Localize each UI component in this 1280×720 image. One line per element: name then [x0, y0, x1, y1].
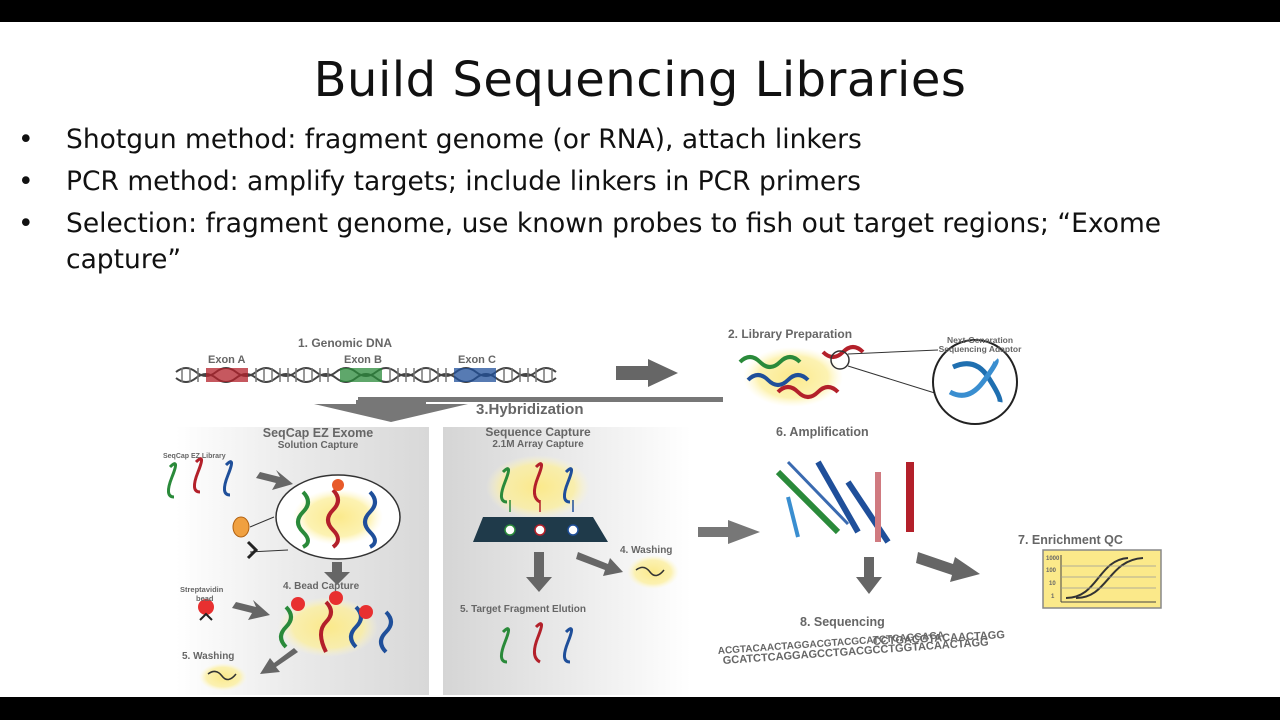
step-6-label: 6. Amplification [776, 425, 869, 439]
bullet-shotgun: • Shotgun method: fragment genome (or RNA… [18, 122, 1258, 158]
exome-capture-diagram: 1000 100 10 1 1. Genomic DNA Exon A Exon… [88, 302, 1198, 697]
array-strands [500, 462, 573, 504]
step-3-label: 3.Hybridization [476, 401, 584, 418]
step-1-label: 1. Genomic DNA [298, 336, 392, 350]
bullet-dot-icon: • [18, 208, 34, 239]
seqcap-subtitle: Solution Capture [278, 440, 359, 451]
qc-tick: 1000 [1046, 556, 1060, 562]
adaptor-zoom-circle [932, 339, 1018, 425]
adaptor-label-line-1: Next-Generation [947, 335, 1013, 345]
seqcap-library-label: SeqCap EZ Library [163, 453, 226, 460]
washing-mid-label: 4. Washing [620, 545, 672, 556]
slide: Build Sequencing Libraries • Shotgun meth… [0, 22, 1280, 697]
bullet-pcr: • PCR method: amplify targets; include li… [18, 164, 1258, 200]
array-glow [486, 455, 590, 519]
exon-c-segment [454, 368, 496, 382]
arrow-icon [916, 552, 980, 582]
bullet-list: • Shotgun method: fragment genome (or RNA… [18, 122, 1258, 284]
arrow-icon [260, 648, 298, 674]
seqcap-title: SeqCap EZ Exome [263, 426, 373, 440]
enrichment-qc-plot: 1000 100 10 1 [1042, 549, 1162, 609]
elution-label: 5. Target Fragment Elution [460, 604, 586, 615]
washed-fragments-mid [627, 555, 679, 589]
qc-tick: 1 [1051, 594, 1055, 600]
seqcap-library-strands [167, 457, 233, 499]
washing-left-label: 5. Washing [182, 651, 234, 662]
library-prep-fragments [738, 345, 939, 407]
exon-b-segment [340, 368, 382, 382]
arrow-icon [256, 470, 293, 490]
step-8-label: 8. Sequencing [800, 615, 885, 629]
exon-a-label: Exon A [208, 354, 246, 366]
exon-a-segment [206, 368, 248, 382]
bead-capture-label: 4. Bead Capture [283, 581, 360, 592]
bullet-dot-icon: • [18, 166, 34, 197]
adaptor-label-line-2: Sequencing Adaptor [939, 344, 1022, 354]
bead-capture-cluster [278, 591, 393, 657]
exon-c-label: Exon C [458, 354, 496, 366]
genomic-dna-helix [175, 367, 557, 383]
arrow-right-icon [616, 359, 678, 387]
streptavidin-bead-icon [198, 599, 214, 615]
step-2-label: 2. Library Preparation [728, 327, 852, 341]
arrow-icon [232, 600, 270, 620]
bullet-text: Selection: fragment genome, use known pr… [66, 208, 1162, 275]
streptavidin-label-line-1: Streptavidin [180, 585, 224, 594]
bullet-dot-icon: • [18, 124, 34, 155]
bullet-selection: • Selection: fragment genome, use known p… [18, 206, 1258, 278]
array-subtitle: 2.1M Array Capture [492, 439, 584, 450]
exon-b-label: Exon B [344, 354, 382, 366]
streptavidin-label-line-2: bead [196, 594, 214, 603]
diagram-svg: 1000 100 10 1 1. Genomic DNA Exon A Exon… [163, 327, 1162, 695]
arrow-down-icon [324, 562, 350, 585]
arrow-down-icon [314, 400, 468, 422]
hybridization-line [358, 397, 723, 402]
slide-title: Build Sequencing Libraries [313, 52, 967, 108]
qc-tick: 10 [1049, 581, 1056, 587]
arrow-icon [576, 552, 623, 576]
step-7-label: 7. Enrichment QC [1018, 533, 1123, 547]
probe-bead-icon [232, 516, 250, 538]
arrow-down-icon [856, 557, 882, 594]
amplification-helices [775, 460, 914, 544]
arrow-right-icon [698, 520, 760, 544]
capture-zoom-circle [275, 474, 401, 560]
array-title: Sequence Capture [485, 425, 591, 439]
bullet-text: PCR method: amplify targets; include lin… [66, 166, 861, 197]
eluted-fragments [500, 622, 573, 664]
arrow-down-icon [526, 552, 552, 592]
qc-tick: 100 [1046, 568, 1057, 574]
bullet-text: Shotgun method: fragment genome (or RNA)… [66, 124, 862, 155]
